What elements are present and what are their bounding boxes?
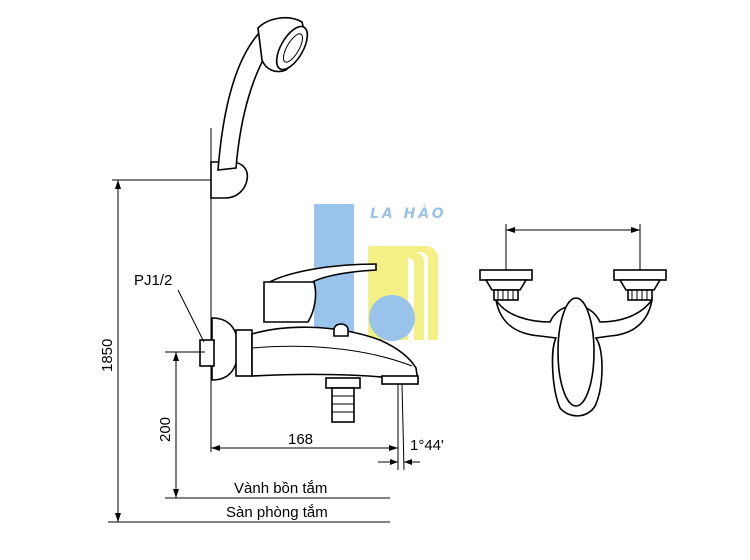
tub-rim-label: Vành bồn tắm: [234, 480, 327, 497]
spout-reach-label: 168: [288, 431, 313, 448]
dimension-lines: [108, 179, 420, 523]
hand-shower: [210, 16, 309, 199]
total-height-label: 1850: [99, 339, 116, 372]
bathroom-floor-label: Sàn phòng tắm: [226, 504, 328, 521]
spout-angle-label: 1°44': [410, 437, 444, 454]
watermark-logo: LA HÀO: [314, 204, 447, 344]
mixer-body-side: [199, 263, 419, 423]
connection-label: PJ1/2: [134, 272, 172, 289]
spout-height-label: 200: [157, 417, 174, 442]
watermark-text: LA HÀO: [370, 205, 447, 222]
mixer-front-view: [479, 224, 667, 417]
